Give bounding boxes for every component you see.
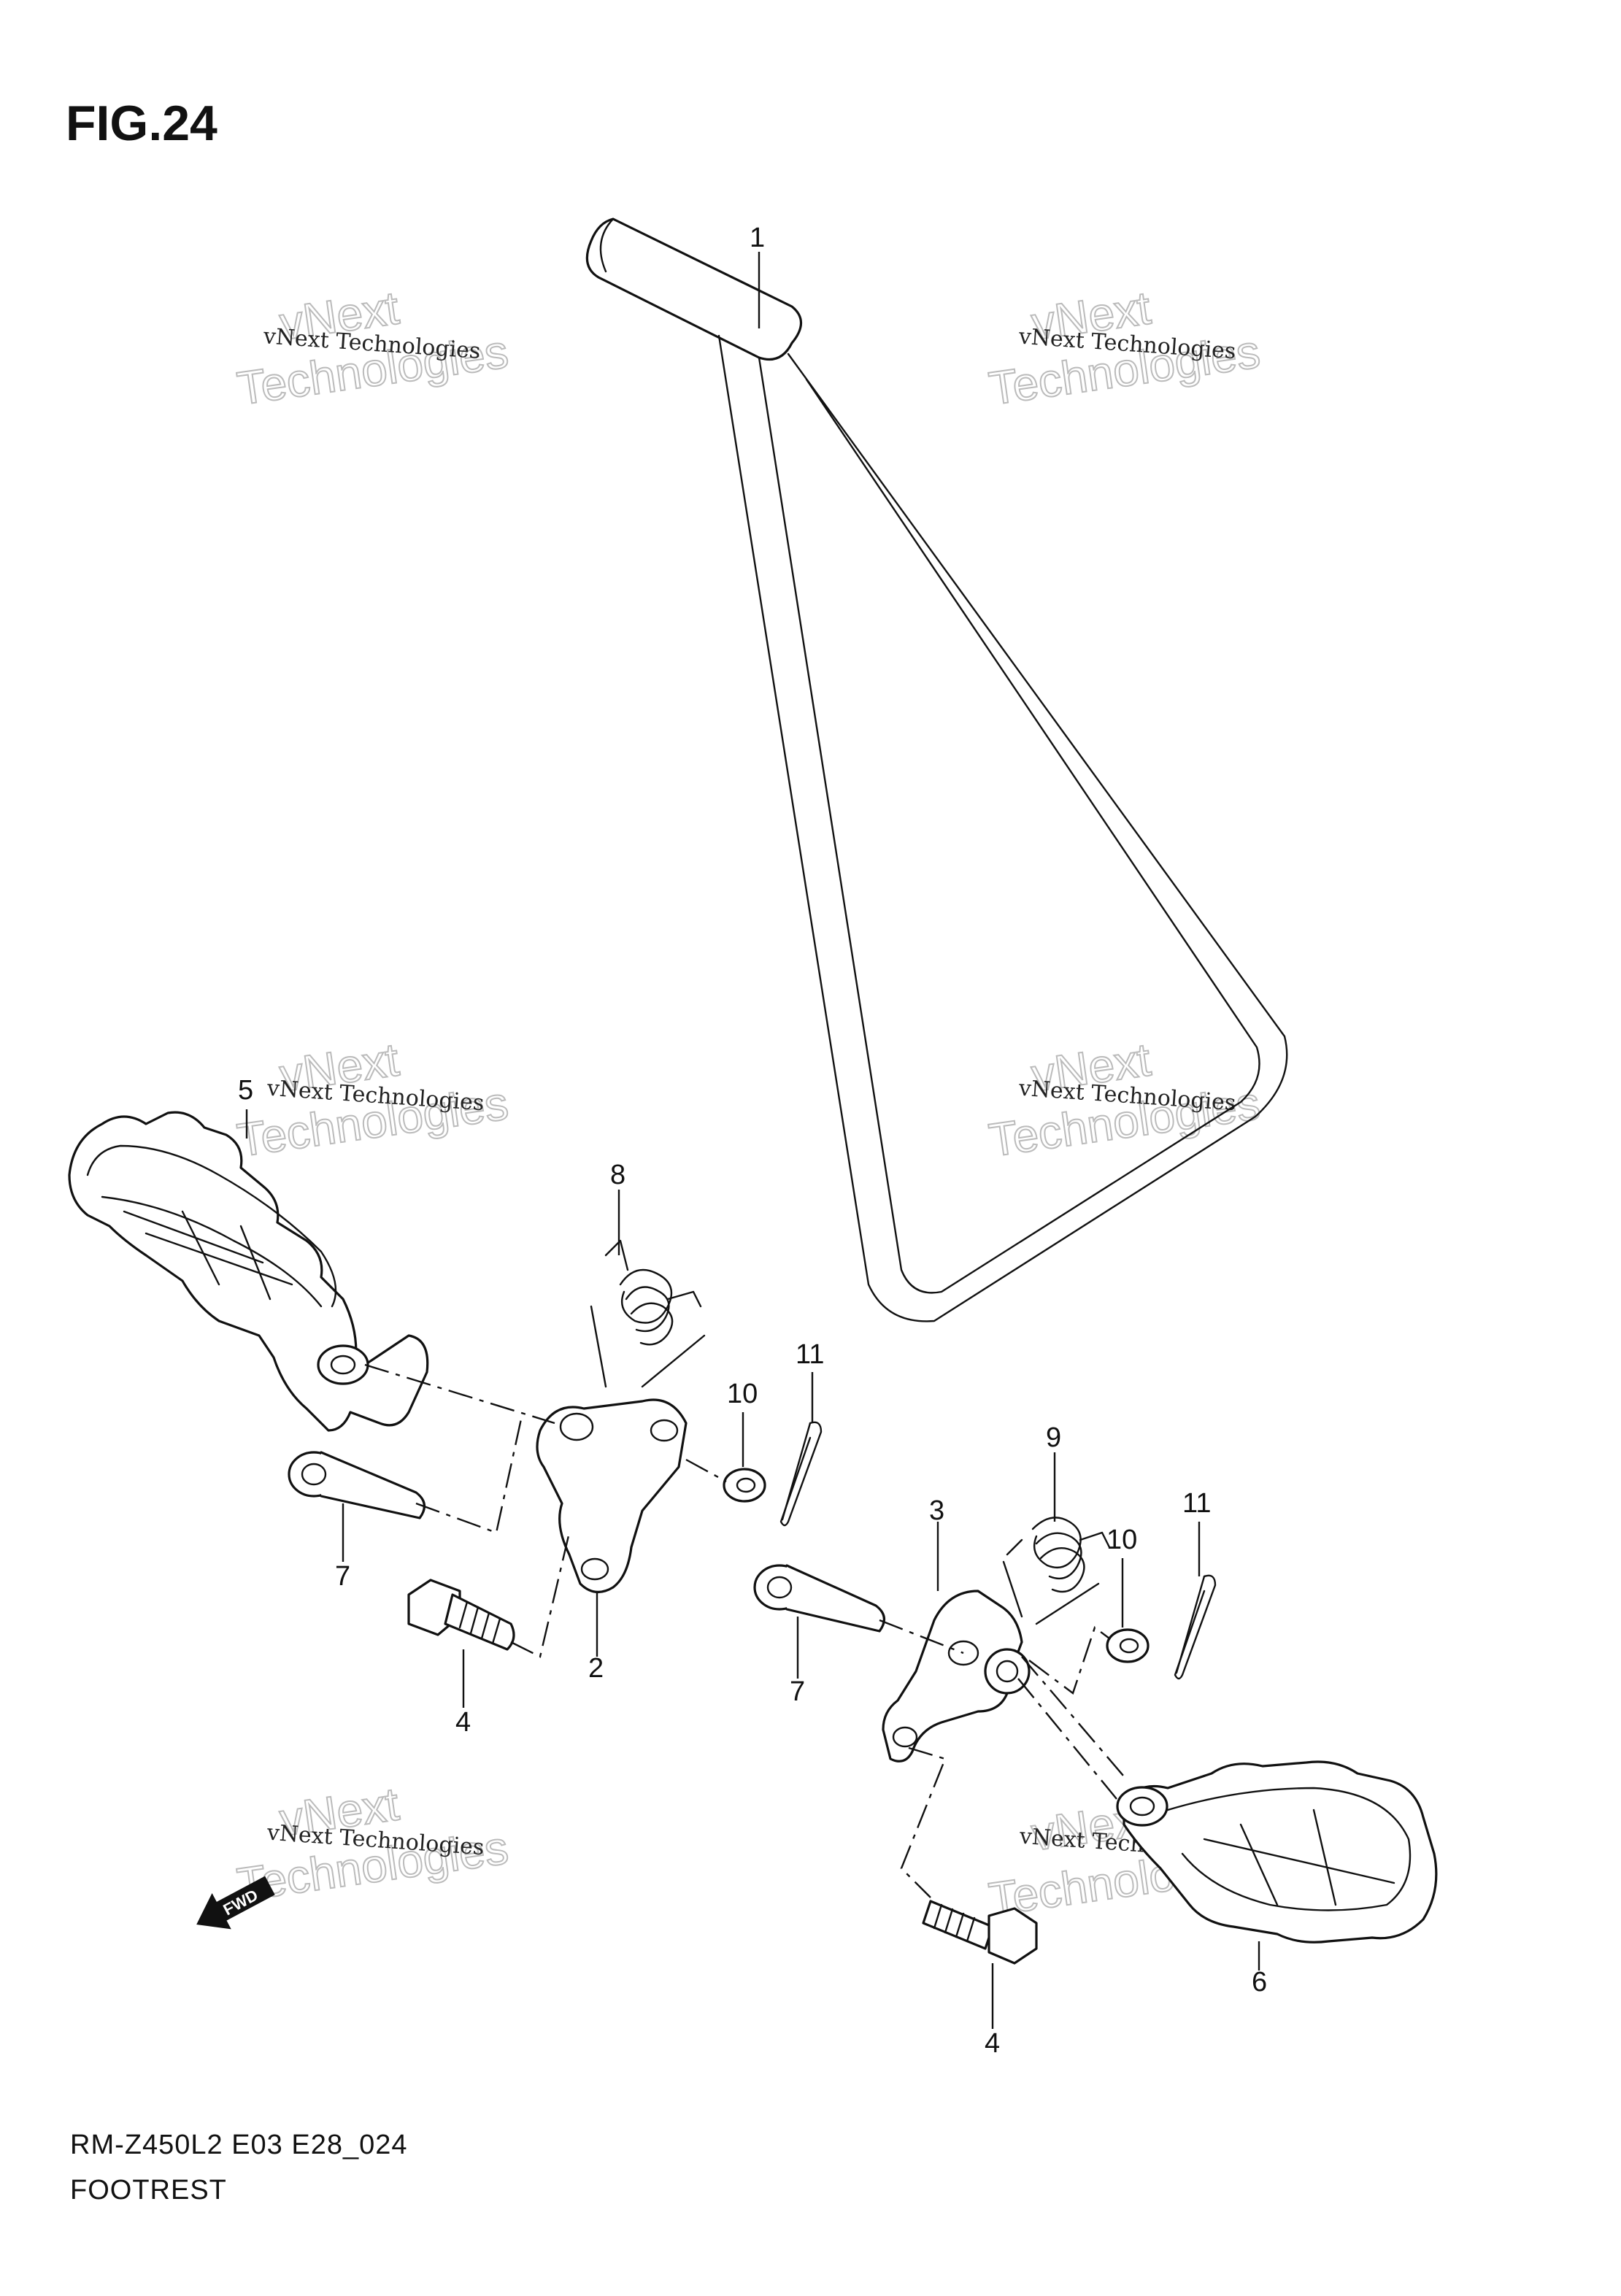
- assembly-line-left-washer: [685, 1458, 727, 1483]
- assembly-line-right-washer: [1028, 1626, 1110, 1695]
- section-name: FOOTREST: [70, 2175, 227, 2206]
- part-6-right-footpeg: [1116, 1760, 1438, 1943]
- part-3-right-bracket: [882, 1590, 1031, 1763]
- callout-9: 9: [1046, 1422, 1061, 1453]
- assembly-line-right-bolt: [900, 1746, 947, 1898]
- callout-5: 5: [238, 1075, 253, 1106]
- part-1-stand: [585, 217, 1288, 1322]
- callout-11-left: 11: [796, 1339, 824, 1370]
- assembly-line-left-peg: [364, 1363, 555, 1425]
- assembly-line-right-peg-2: [1021, 1656, 1128, 1781]
- figure-title: FIG.24: [66, 96, 217, 151]
- part-10-washer-right: [1106, 1628, 1150, 1663]
- part-7-pin-right: [753, 1564, 885, 1633]
- part-11-cotter-pin-right: [1174, 1574, 1217, 1680]
- callout-3: 3: [929, 1495, 944, 1526]
- assembly-line-left-pin: [415, 1415, 523, 1534]
- callout-4-right: 4: [985, 2028, 1000, 2059]
- assembly-line-right-pin: [879, 1619, 964, 1654]
- callout-7-right: 7: [790, 1676, 805, 1707]
- part-10-washer-left: [723, 1468, 766, 1503]
- assembly-line-left-bolt: [510, 1532, 571, 1658]
- callout-8: 8: [610, 1160, 625, 1190]
- part-11-cotter-pin-left: [779, 1421, 823, 1527]
- callout-2: 2: [588, 1653, 604, 1684]
- callout-7-left: 7: [335, 1561, 350, 1592]
- callout-10-right: 10: [1106, 1525, 1137, 1555]
- part-8-spring-left: [590, 1239, 706, 1388]
- callout-10-left: 10: [727, 1379, 758, 1409]
- callout-4-left: 4: [455, 1707, 471, 1738]
- callout-6: 6: [1252, 1967, 1267, 1998]
- assembly-line-right-peg: [1017, 1678, 1117, 1800]
- part-5-left-footpeg: [68, 1111, 429, 1432]
- callout-1: 1: [750, 223, 765, 253]
- model-code: RM-Z450L2 E03 E28_024: [70, 2130, 408, 2160]
- part-4-bolt-left: [407, 1579, 515, 1651]
- part-7-pin-left: [288, 1451, 426, 1519]
- callout-11-right: 11: [1182, 1488, 1211, 1519]
- leader-lines: [245, 252, 1260, 2029]
- part-4-bolt-right: [922, 1900, 1038, 1965]
- part-2-left-bracket: [536, 1398, 688, 1593]
- part-9-spring-right: [1002, 1517, 1111, 1625]
